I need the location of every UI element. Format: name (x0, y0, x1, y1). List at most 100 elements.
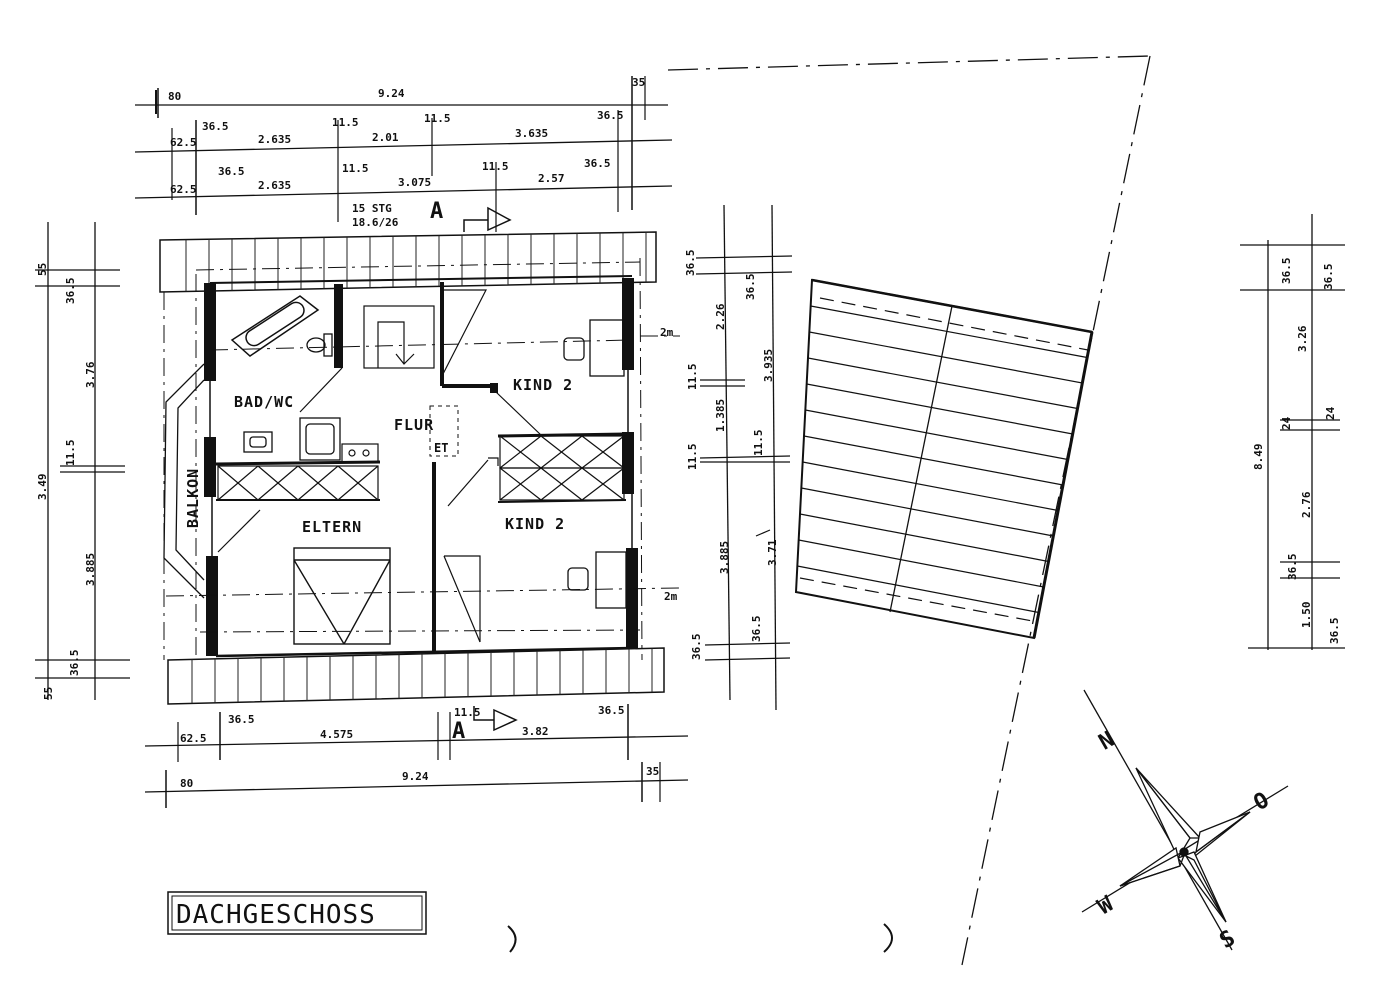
dim-mid-b4: 36.5 (750, 616, 763, 643)
dim-top-35: 35 (632, 76, 645, 89)
room-label-kind-bottom: KIND 2 (505, 515, 565, 533)
dim-mid-b1: 3.935 (762, 349, 775, 382)
dim-right-b2: 36.5 (1328, 618, 1341, 645)
dim-mid-a5: 3.885 (718, 541, 731, 574)
dim-bot-r1-0: 62.5 (180, 732, 207, 745)
roof-eave-top (159, 231, 657, 293)
dim-mid-b3: 3.71 (766, 539, 779, 566)
room-label-et: ET (434, 441, 448, 455)
dim-left-i3: 3.885 (84, 553, 97, 586)
dim-top-r3-1: 36.5 (218, 165, 245, 178)
title-box: DACHGESCHOSS (167, 891, 427, 935)
stair-ratio: 18.6/26 (352, 216, 399, 229)
dim-mid-a1: 2.26 (714, 303, 727, 330)
dim-left-o2: 55 (42, 687, 55, 700)
dim-top-r3-4: 3.075 (398, 176, 431, 189)
room-label-kind-top: KIND 2 (513, 376, 573, 394)
left-dimension-labels: 55 3.49 55 36.5 3.76 11.5 3.885 36.5 (36, 263, 97, 700)
dim-mid-a4: 11.5 (686, 444, 699, 471)
bathtub-icon (230, 295, 320, 357)
dim-mid-b2: 11.5 (752, 430, 765, 457)
binder-mark-left (507, 925, 517, 953)
wardrobe-kind-top (499, 435, 625, 469)
dim-bot-r2-1: 9.24 (402, 770, 429, 783)
stair-count: 15 STG (352, 202, 392, 215)
dim-mid-a3: 1.385 (714, 399, 727, 432)
compass-s: S (1216, 926, 1240, 954)
compass-w: W (1094, 891, 1119, 920)
dim-right-a5: 36.5 (1286, 554, 1299, 581)
wardrobe-kind-bottom (499, 467, 625, 501)
room-label-balkon: BALKON (184, 468, 202, 528)
drawing-title: DACHGESCHOSS (176, 900, 376, 930)
middle-dimension-chain (695, 204, 793, 711)
dim-top-total: 9.24 (378, 87, 405, 100)
stair-opening (363, 305, 435, 369)
dim-left-i2: 11.5 (64, 440, 77, 467)
bed-icon (293, 547, 391, 645)
dim-bot-r1-2: 4.575 (320, 728, 353, 741)
top-dimension-chain (134, 76, 673, 232)
section-mark-bottom: A (452, 719, 465, 744)
dim-top-r2-3: 11.5 (332, 116, 359, 129)
toilet-icon (306, 333, 333, 357)
room-label-bad: BAD/WC (234, 393, 294, 411)
room-label-eltern: ELTERN (302, 518, 362, 536)
dim-top-r3-0: 62.5 (170, 183, 197, 196)
dim-right-a4: 2.76 (1300, 491, 1313, 518)
outer-walls (204, 275, 638, 658)
dim-bot-r1-1: 36.5 (228, 713, 255, 726)
dim-right-a2: 24 (1280, 416, 1293, 430)
bottom-dimension-labels: 62.5 36.5 4.575 11.5 3.82 36.5 80 9.24 3… (180, 704, 659, 790)
compass-o: O (1250, 788, 1274, 816)
dim-bot-r2-2: 35 (646, 765, 659, 778)
door-swings (217, 289, 543, 643)
roof-plan (794, 278, 1094, 640)
dim-top-r2-6: 3.635 (515, 127, 548, 140)
desk-kind-bottom (567, 551, 627, 609)
dim-bot-r1-5: 36.5 (598, 704, 625, 717)
dim-bot-r2-0: 80 (180, 777, 193, 790)
dim-top-r2-5: 11.5 (424, 112, 451, 125)
dim-left-i4: 36.5 (68, 650, 81, 677)
bottom-dimension-chain (144, 704, 689, 808)
middle-dimension-labels: 36.5 2.26 11.5 1.385 11.5 3.885 36.5 36.… (684, 250, 779, 661)
desk-kind-top (563, 319, 625, 377)
dim-top-r3-2: 2.635 (258, 179, 291, 192)
section-arrow-top-icon (463, 206, 512, 232)
sink-icon (341, 443, 379, 463)
wardrobe-eltern (217, 465, 379, 501)
dim-mid-a6: 36.5 (690, 634, 703, 661)
dim-top-r3-3: 11.5 (342, 162, 369, 175)
right-dimension-labels: 36.5 3.26 24 8.49 2.76 36.5 1.50 36.5 24… (1252, 258, 1341, 645)
compass-n: N (1095, 727, 1119, 755)
dim-top-r3-7: 36.5 (584, 157, 611, 170)
roof-eave-bottom (167, 647, 665, 705)
center-lines (163, 257, 681, 661)
dim-right-b0: 36.5 (1322, 264, 1335, 291)
binder-mark-right (883, 923, 893, 953)
dim-top-r3-5: 11.5 (482, 160, 509, 173)
dim-right-a1: 3.26 (1296, 325, 1309, 352)
section-mark-top: A (430, 199, 443, 224)
compass-rose-icon (1081, 689, 1289, 951)
section-arrow-bottom-icon (473, 706, 518, 732)
dim-right-a0: 36.5 (1280, 258, 1293, 285)
property-lines (667, 55, 1151, 966)
dim-top-r3-6: 2.57 (538, 172, 565, 185)
washbasin-icon (243, 431, 273, 453)
dim-top-80: 80 (168, 90, 181, 103)
dim-right-a3: 8.49 (1252, 444, 1265, 471)
height-mark-bottom: 2m (664, 590, 678, 603)
dim-left-i1: 3.76 (84, 361, 97, 388)
dim-top-r2-0: 62.5 (170, 136, 197, 149)
dim-left-o1: 3.49 (36, 474, 49, 501)
dim-mid-b0: 36.5 (744, 274, 757, 301)
dim-bot-r1-3: 11.5 (454, 706, 481, 719)
shower-icon (299, 417, 341, 461)
dim-mid-a2: 11.5 (686, 364, 699, 391)
right-dimension-chain (1240, 214, 1345, 650)
dim-top-r2-1: 36.5 (202, 120, 229, 133)
top-dimension-labels: 80 9.24 35 62.5 36.5 2.635 11.5 2.01 11.… (168, 76, 645, 196)
